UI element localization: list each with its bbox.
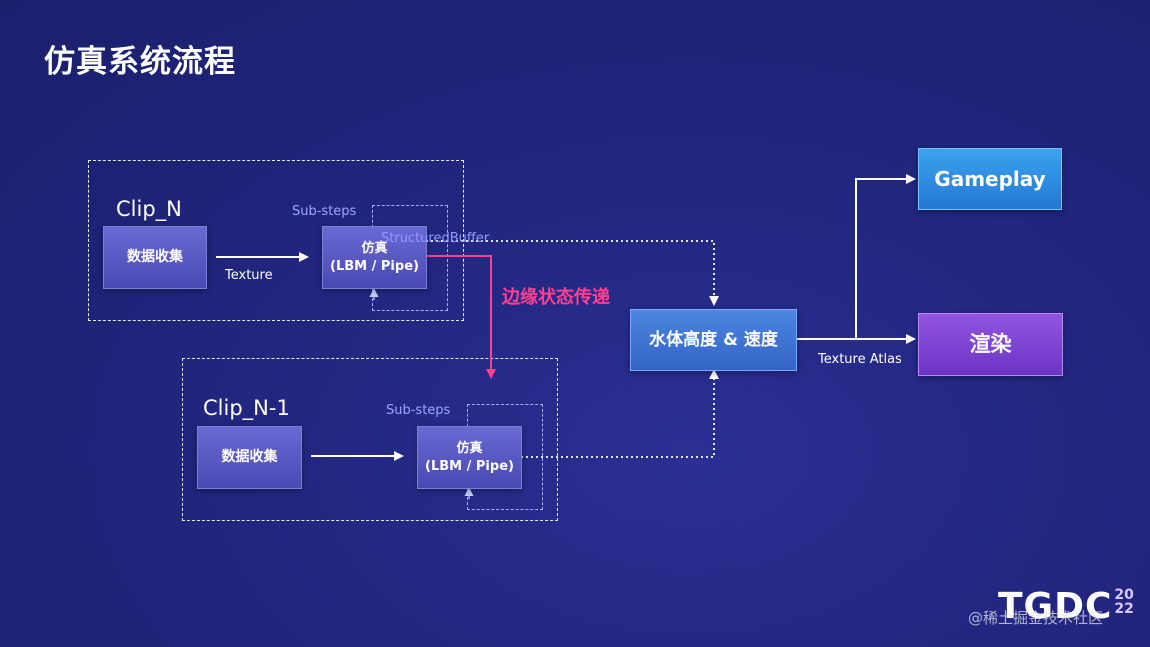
water-to-gameplay-arrow bbox=[855, 174, 916, 339]
clip-n-1-sim-title: 仿真 bbox=[456, 440, 483, 456]
tgdc-logo: TGDC 20 22 bbox=[998, 586, 1134, 627]
tgdc-logo-year-top: 20 bbox=[1114, 587, 1134, 603]
clip-n-sim-title: 仿真 bbox=[361, 240, 388, 256]
texture-atlas-label: Texture Atlas bbox=[818, 352, 902, 367]
page-title: 仿真系统流程 bbox=[44, 44, 236, 80]
clip-n-1-simulation-box: 仿真 (LBM / Pipe) bbox=[417, 426, 522, 489]
tgdc-logo-year-bottom: 22 bbox=[1114, 601, 1134, 617]
clip-n-1-frame bbox=[182, 358, 558, 521]
clip-n-frame bbox=[88, 160, 464, 321]
clip-n-texture-label: Texture bbox=[225, 268, 273, 283]
clip-n-sub-steps-label: Sub-steps bbox=[292, 204, 357, 219]
edge-state-transfer-arrow bbox=[426, 255, 496, 379]
clip-n-data-collect-box: 数据收集 bbox=[103, 226, 207, 289]
clip-n-1-label: Clip_N-1 bbox=[203, 396, 290, 420]
clip-n-label: Clip_N bbox=[116, 197, 182, 221]
structured-buffer-arrow-clip-n-1 bbox=[521, 369, 719, 458]
clip-n-1-sub-steps-label: Sub-steps bbox=[386, 403, 451, 418]
clip-n-1-sim-method: (LBM / Pipe) bbox=[425, 458, 514, 474]
watermark: @稀土掘金技术社区 bbox=[968, 609, 1104, 627]
water-height-velocity-box: 水体高度 & 速度 bbox=[630, 309, 797, 371]
render-box: 渲染 bbox=[918, 313, 1063, 376]
tgdc-logo-text: TGDC bbox=[998, 586, 1113, 627]
structured-buffer-label: StructuredBuffer bbox=[381, 231, 490, 246]
clip-n-sim-method: (LBM / Pipe) bbox=[330, 258, 419, 274]
structured-buffer-arrow-clip-n bbox=[426, 240, 719, 306]
clip-n-simulation-box: 仿真 (LBM / Pipe) bbox=[322, 226, 427, 289]
gameplay-box: Gameplay bbox=[918, 148, 1062, 210]
edge-state-transfer-label: 边缘状态传递 bbox=[502, 287, 610, 308]
clip-n-1-data-collect-box: 数据收集 bbox=[197, 426, 302, 489]
